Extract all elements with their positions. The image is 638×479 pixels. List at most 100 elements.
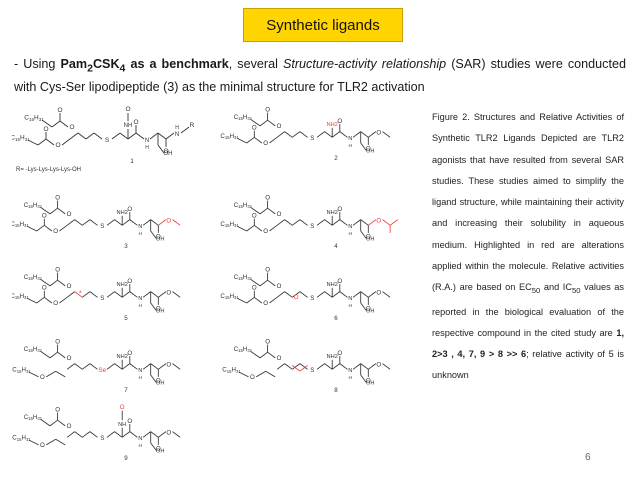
bond-line — [121, 431, 131, 438]
oxygen-label: O — [40, 374, 45, 381]
bond-line — [360, 302, 367, 311]
bond-line — [150, 302, 157, 311]
compound-number: 5 — [124, 315, 128, 322]
sulfur-label: S — [100, 223, 104, 230]
oxygen-label: O — [366, 146, 371, 153]
compound-1: C15H31OOC15H31OOSNHOC15H31ONHOHONHR1R= -… — [12, 106, 195, 173]
bond-line — [360, 363, 369, 370]
oxygen-label: O — [366, 234, 371, 241]
lipid-chain-label: C15H31 — [234, 202, 253, 209]
hydrogen-label: H — [349, 143, 353, 149]
bond-line — [55, 438, 66, 446]
bond-line — [74, 291, 83, 298]
hydroxyl-label: OH — [366, 237, 375, 243]
bond-line — [352, 219, 361, 226]
nitrogen-label: N — [138, 224, 142, 230]
oxygen-label: O — [67, 283, 72, 290]
bond-line — [269, 296, 278, 304]
intro-sub: 4 — [119, 62, 126, 75]
bond-line — [267, 207, 276, 215]
bond-line — [66, 363, 75, 370]
bond-line — [114, 431, 123, 438]
nitrogen-label: N — [138, 296, 142, 302]
oxygen-label: O — [265, 267, 270, 274]
oxygen-label: O — [127, 350, 132, 357]
bond-line — [114, 363, 123, 370]
caption-text: ; relative activity of 5 is unknown — [432, 349, 624, 381]
bond-line — [352, 291, 361, 298]
bond-line — [276, 291, 285, 298]
nitrogen-label: N — [138, 368, 142, 374]
lipid-chain-label: C15H31 — [12, 367, 31, 374]
nitrogen-label: N — [348, 296, 352, 302]
bond-line — [324, 363, 333, 370]
bond-line — [180, 126, 190, 134]
bond-line — [157, 144, 165, 154]
amine-label: NH2 — [327, 282, 338, 288]
bond-line — [324, 131, 333, 138]
oxygen-label: O — [166, 361, 171, 368]
compound-3: C15H31OOC15H31OOSNH2ONHOHOO3 — [12, 195, 181, 250]
bond-line — [276, 219, 285, 226]
bond-line — [49, 279, 58, 287]
bond-line — [389, 219, 399, 226]
bond-line — [142, 431, 151, 438]
lipid-chain-label: C15H31 — [222, 367, 241, 374]
bond-line — [82, 219, 91, 226]
bond-line — [57, 207, 66, 215]
bond-line — [331, 219, 341, 226]
bond-line — [28, 439, 39, 446]
bond-line — [368, 291, 377, 298]
bond-line — [106, 291, 115, 298]
sulfur-label: S — [310, 295, 314, 302]
bond-line — [69, 132, 79, 140]
r-group-label: R — [190, 122, 195, 129]
bond-line — [339, 363, 348, 370]
bond-line — [360, 219, 369, 226]
hydrogen-label: H — [139, 375, 143, 381]
bond-line — [40, 418, 51, 427]
sulfur-label: S — [105, 137, 110, 144]
bond-line — [316, 219, 325, 226]
bond-line — [269, 136, 278, 144]
oxygen-label: O — [337, 350, 342, 357]
bond-line — [250, 206, 261, 215]
bond-line — [40, 350, 51, 359]
hydroxyl-label: OH — [156, 381, 165, 387]
bond-line — [259, 207, 268, 215]
bond-line — [150, 230, 157, 239]
bond-line — [106, 363, 115, 370]
oxygen-label: O — [337, 206, 342, 213]
oxygen-label: O — [55, 195, 60, 202]
bond-line — [158, 291, 167, 298]
oxygen-label: O — [127, 278, 132, 285]
bond-line — [77, 132, 87, 140]
bond-line — [331, 291, 341, 298]
bond-line — [61, 138, 71, 146]
bond-line — [246, 224, 255, 232]
amine-label: NH2 — [117, 210, 128, 216]
oxygen-label: O — [265, 195, 270, 202]
oxygen-label: O — [67, 211, 72, 218]
lipid-chain-label: C15H31 — [12, 221, 29, 228]
bond-line — [106, 219, 115, 226]
oxygen-label: O — [55, 339, 60, 346]
nitrogen-label: N — [348, 136, 352, 142]
oxygen-label: O — [366, 378, 371, 385]
bond-line — [45, 138, 55, 146]
bond-line — [267, 279, 276, 287]
caption-text: values as reported in the biological eva… — [432, 282, 624, 338]
sulfur-label: S — [100, 295, 104, 302]
bond-line — [36, 296, 45, 304]
chemical-structures-figure: C15H31OOC15H31OOSNHOC15H31ONHOHONHR1R= -… — [12, 106, 399, 462]
bond-line — [89, 431, 98, 438]
sulfur-label: S — [310, 135, 314, 142]
intro-text: - Using — [14, 57, 61, 71]
bond-line — [254, 136, 263, 144]
oxygen-label: O — [277, 211, 282, 218]
oxygen-label: O — [156, 378, 161, 385]
bond-line — [299, 363, 308, 370]
